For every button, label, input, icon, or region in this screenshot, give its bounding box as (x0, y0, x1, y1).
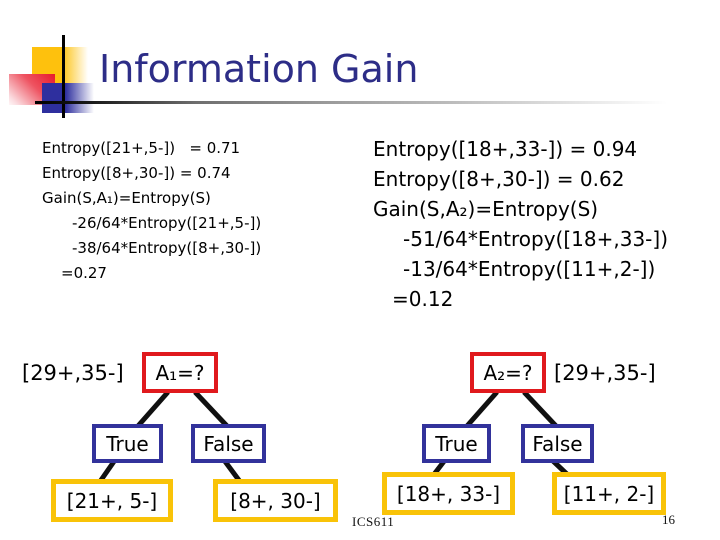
footer-course-label: ICS611 (352, 514, 395, 529)
a1-root-node: A₁=? (142, 352, 218, 393)
calc-line: -26/64*Entropy([21+,5-]) (72, 214, 262, 232)
gain-a2-calculation: Entropy([18+,33-]) = 0.94 Entropy([8+,30… (373, 134, 668, 314)
a1-false-leaf: [8+, 30-] (213, 479, 338, 522)
title-underline (35, 101, 680, 104)
calc-line: Entropy([8+,30-]) = 0.62 (373, 167, 625, 191)
calc-line: Gain(S,A₂)=Entropy(S) (373, 197, 599, 221)
calc-line: Entropy([8+,30-]) = 0.74 (42, 164, 231, 182)
a2-set-label: [29+,35-] (554, 361, 656, 385)
a2-root-node: A₂=? (470, 352, 546, 393)
a1-false-node: False (191, 424, 266, 463)
calc-line: -13/64*Entropy([11+,2-]) (403, 257, 656, 281)
connector-line (136, 390, 170, 428)
calc-line: -51/64*Entropy([18+,33-]) (403, 227, 668, 251)
a2-true-leaf: [18+, 33-] (382, 472, 515, 515)
calc-line: =0.12 (392, 287, 454, 311)
calc-line: Gain(S,A₁)=Entropy(S) (42, 189, 211, 207)
a2-false-leaf: [11+, 2-] (552, 472, 666, 515)
decoration-vertical-line (62, 35, 65, 118)
a2-true-node: True (422, 424, 491, 463)
calc-line: -38/64*Entropy([8+,30-]) (72, 239, 262, 257)
a1-set-label: [29+,35-] (22, 361, 124, 385)
connector-line (465, 390, 499, 428)
calc-line: Entropy([18+,33-]) = 0.94 (373, 137, 638, 161)
connector-line (522, 390, 558, 428)
connector-line (193, 390, 229, 428)
a2-false-node: False (521, 424, 594, 463)
gain-a1-calculation: Entropy([21+,5-]) = 0.71 Entropy([8+,30-… (42, 136, 261, 286)
calc-line: =0.27 (61, 264, 107, 282)
a1-true-leaf: [21+, 5-] (51, 479, 173, 522)
a1-true-node: True (92, 424, 163, 463)
page-title: Information Gain (99, 47, 419, 91)
calc-line: Entropy([21+,5-]) = 0.71 (42, 139, 241, 157)
decoration-blue-square (42, 83, 94, 113)
page-number: 16 (662, 512, 675, 527)
